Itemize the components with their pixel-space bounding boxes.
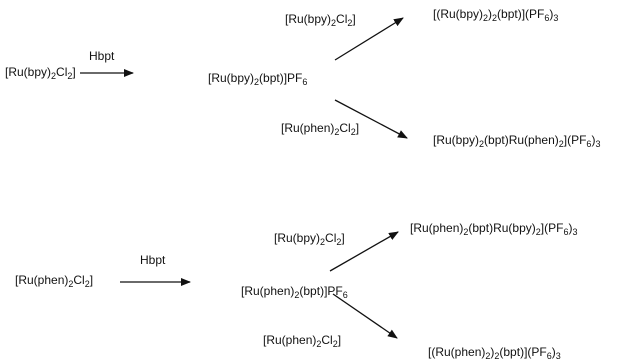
top-intermediate-complex: [Ru(bpy)2(bpt)]PF6 — [208, 71, 308, 87]
top-upper-product: [(Ru(bpy)2)2(bpt)](PF6)3 — [433, 7, 559, 23]
bottom-lower-branch-reagent: [Ru(phen)2Cl2] — [263, 333, 342, 349]
bottom-lower-product: [(Ru(phen)2)2(bpt)](PF6)3 — [428, 345, 561, 361]
bottom-upper-branch-reagent: [Ru(bpy)2Cl2] — [274, 231, 345, 247]
arrow-top-upper — [334, 17, 404, 61]
bottom-upper-product: [Ru(phen)2(bpt)Ru(bpy)2](PF6)3 — [410, 221, 578, 237]
arrow-bottom-upper — [329, 231, 399, 272]
top-reagent-label: Hbpt — [89, 49, 115, 63]
top-lower-branch-reagent: [Ru(phen)2Cl2] — [281, 121, 360, 137]
bottom-start-complex: [Ru(phen)2Cl2] — [15, 273, 94, 289]
arrow-top-lower — [334, 99, 408, 139]
top-lower-product: [Ru(bpy)2(bpt)Ru(phen)2](PF6)3 — [433, 133, 601, 149]
top-upper-branch-reagent: [Ru(bpy)2Cl2] — [285, 12, 356, 28]
arrow-bottom-lower — [332, 293, 398, 339]
bottom-reagent-label: Hbpt — [140, 253, 166, 267]
top-start-complex: [Ru(bpy)2Cl2] — [5, 65, 76, 81]
bottom-intermediate-complex: [Ru(phen)2(bpt)]PF6 — [241, 284, 348, 300]
